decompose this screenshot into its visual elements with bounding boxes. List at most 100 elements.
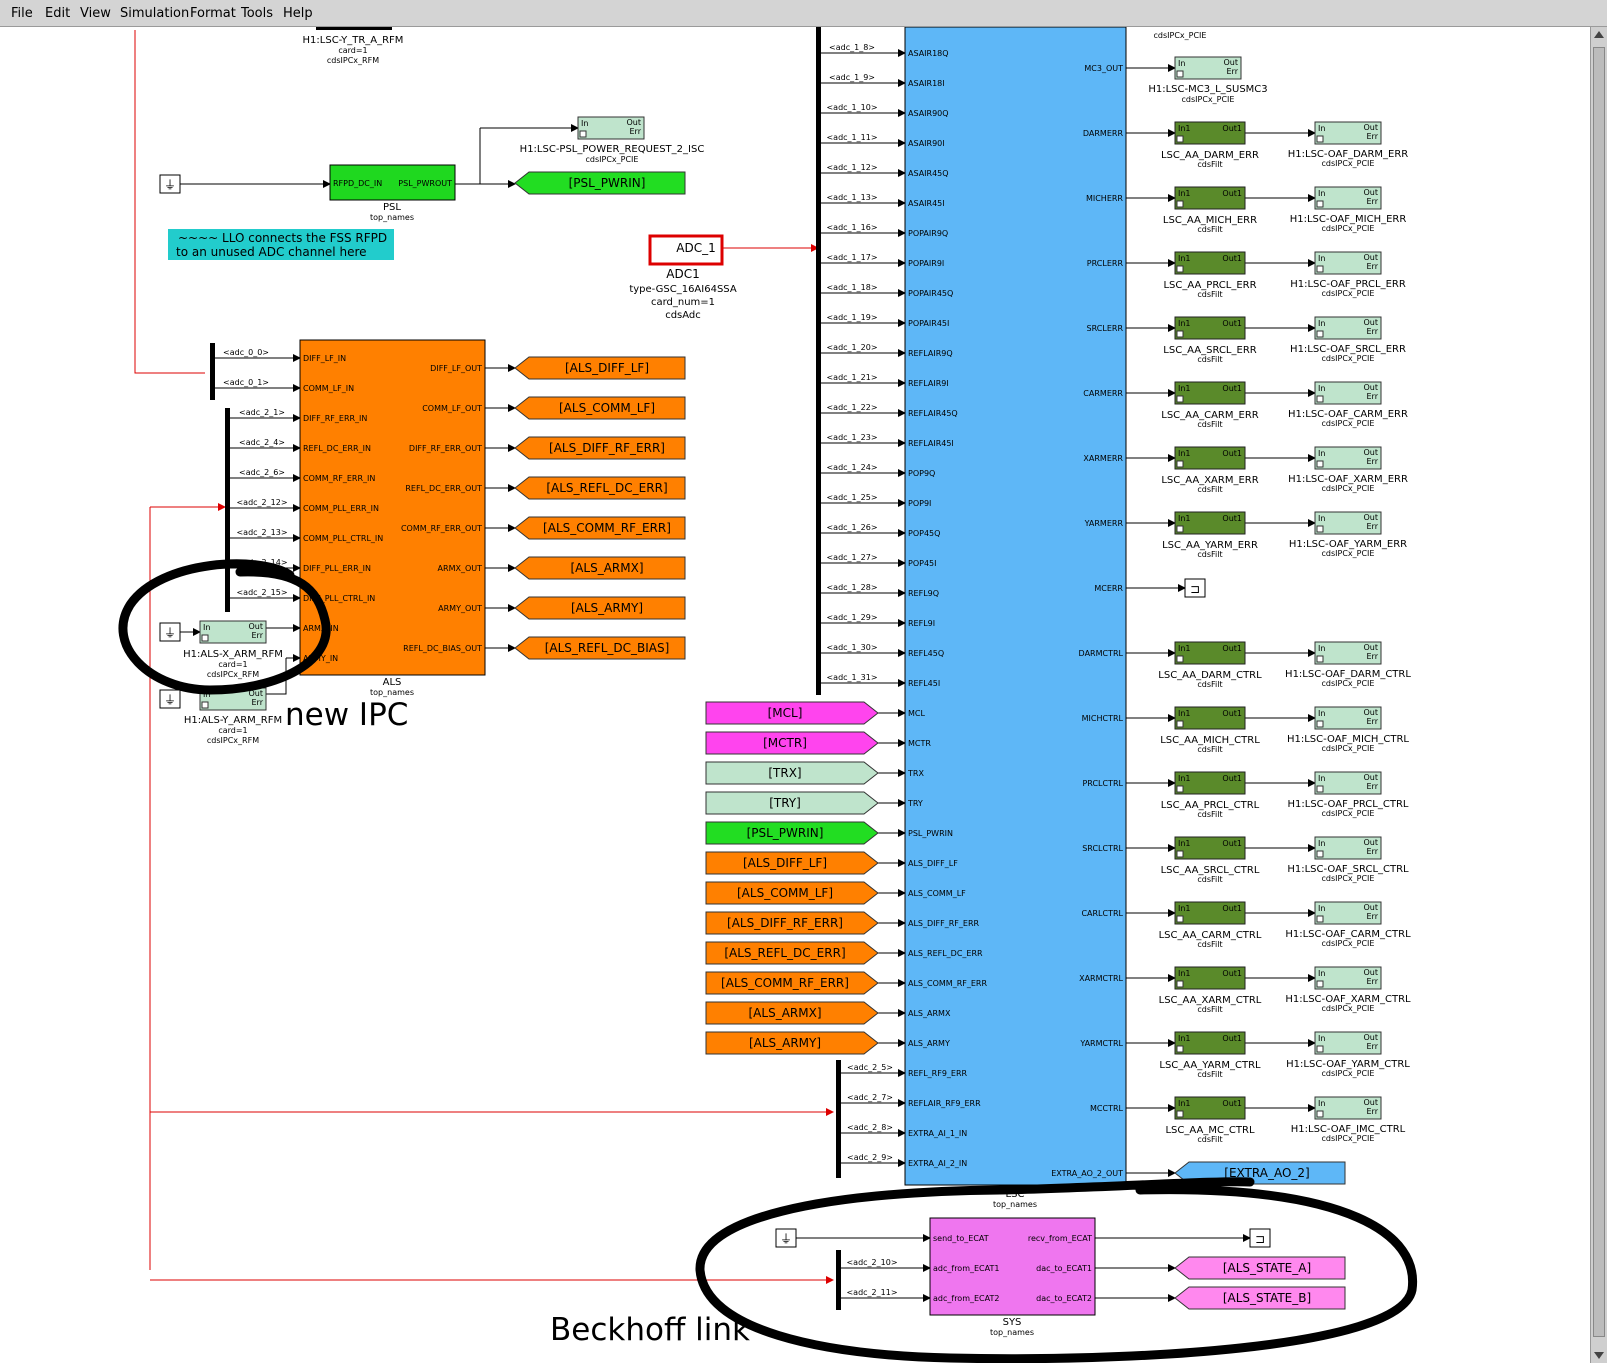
lsc-from-0[interactable]: [MCL] [705, 701, 879, 725]
lsc-filter-block-6-link-icon [1176, 525, 1184, 533]
lsc-filter-name-11: LSC_AA_CARM_CTRL [1159, 930, 1262, 941]
lsc-from-11[interactable]: [ALS_ARMY] [705, 1031, 879, 1055]
lsc-block[interactable] [904, 27, 1127, 1186]
als-goto-2[interactable]: [ALS_DIFF_RF_ERR] [514, 436, 686, 460]
als-out-port-4: COMM_RF_ERR_OUT [401, 524, 482, 533]
lsc-ipc-name-3: H1:LSC-OAF_SRCL_ERR [1290, 344, 1406, 355]
menu-view[interactable]: View [80, 6, 111, 21]
als-y-ipc-block-err-port: Err [252, 698, 264, 707]
menu-help[interactable]: Help [283, 6, 313, 21]
lsc-from-5[interactable]: [ALS_DIFF_LF] [705, 851, 879, 875]
lsc-ipc-block-2-err-port: Err [1367, 262, 1379, 271]
sys-block[interactable] [929, 1217, 1096, 1316]
lsc-filter-lib-5: cdsFilt [1197, 485, 1222, 494]
lsc-from-4[interactable]: [PSL_PWRIN] [705, 821, 879, 845]
als-y-ipc-out-a [266, 658, 287, 695]
lsc-from-7[interactable]: [ALS_DIFF_RF_ERR] [705, 911, 879, 935]
menu-tools[interactable]: Tools [241, 6, 274, 21]
als-goto-0[interactable]: [ALS_DIFF_LF] [514, 356, 686, 380]
scroll-thumb[interactable] [1593, 47, 1605, 1337]
lsc-demux-label-10: <adc_1_19> [826, 313, 877, 322]
lsc-from-1[interactable]: [MCTR] [705, 731, 879, 755]
lsc-demux-label-12: <adc_1_21> [826, 373, 877, 382]
lsc-from-10[interactable]: [ALS_ARMX] [705, 1001, 879, 1025]
als-block[interactable] [299, 339, 486, 676]
lsc-from-9[interactable]: [ALS_COMM_RF_ERR] [705, 971, 879, 995]
lsc-ipc-block-9-link-icon [1316, 785, 1324, 793]
lsc-ipc-block-6-in-port: In [1318, 514, 1325, 523]
scroll-down-icon[interactable] [1594, 1352, 1604, 1359]
psl-goto-tag[interactable]: [PSL_PWRIN] [514, 171, 686, 195]
sys-demux [836, 1250, 841, 1310]
als-goto-7[interactable]: [ALS_REFL_DC_BIAS] [514, 636, 686, 660]
menu-edit[interactable]: Edit [45, 6, 71, 21]
lsc-ipc-lib-8: cdsIPCx_PCIE [1322, 744, 1375, 753]
als-demux-top [210, 343, 215, 400]
lsc-ipc-block-8-in-port: In [1318, 709, 1325, 718]
lsc-in-port-22: REFL45I [908, 679, 940, 688]
als-goto-6[interactable]: [ALS_ARMY] [514, 596, 686, 620]
sys-goto-0[interactable]: [ALS_STATE_A] [1174, 1256, 1346, 1280]
lsc-from-2[interactable]: [TRX] [705, 761, 879, 785]
lsc-in-bottom-port-0: REFL_RF9_ERR [908, 1069, 968, 1078]
als-goto-1[interactable]: [ALS_COMM_LF] [514, 396, 686, 420]
scroll-up-icon[interactable] [1594, 31, 1604, 38]
lsc-ipc-block-8-out-port: Out [1363, 708, 1378, 717]
lsc-from-8[interactable]: [ALS_REFL_DC_ERR] [705, 941, 879, 965]
als-out-port-5: ARMX_OUT [438, 564, 483, 573]
lsc-filter-block-7-link-icon [1176, 655, 1184, 663]
als-goto-5[interactable]: [ALS_ARMX] [514, 556, 686, 580]
menu-format[interactable]: Format [190, 6, 236, 21]
sys-goto-1[interactable]: [ALS_STATE_B] [1174, 1286, 1346, 1310]
lsc-filter-lib-6: cdsFilt [1197, 550, 1222, 559]
als-goto-0-label: [ALS_DIFF_LF] [565, 361, 649, 375]
vertical-scrollbar[interactable] [1590, 27, 1607, 1363]
lsc-from-6[interactable]: [ALS_COMM_LF] [705, 881, 879, 905]
adc-block[interactable] [648, 234, 724, 266]
menu-simulation[interactable]: Simulation [120, 6, 190, 21]
als-goto-4[interactable]: [ALS_COMM_RF_ERR] [514, 516, 686, 540]
lsc-in-from-port-2: TRX [907, 769, 924, 778]
lsc-ipc-block-10-in-port: In [1318, 839, 1325, 848]
lsc-from-3[interactable]: [TRY] [705, 791, 879, 815]
menu-file[interactable]: File [11, 6, 33, 21]
als-goto-3[interactable]: [ALS_REFL_DC_ERR] [514, 476, 686, 500]
psl-block[interactable] [329, 164, 456, 201]
lsc-out-port-12: SRCLCTRL [1082, 844, 1123, 853]
lsc-out-port-6: XARMERR [1083, 454, 1123, 463]
